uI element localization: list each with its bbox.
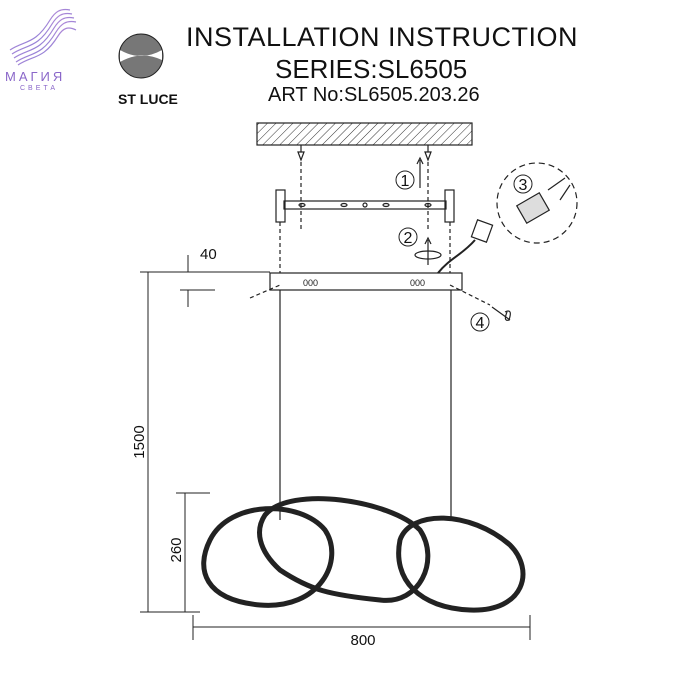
- step-3-label: 3: [519, 177, 528, 194]
- dim-total-height: 1500: [131, 425, 148, 458]
- svg-text:000: 000: [303, 278, 318, 288]
- st-luce-brand: ST LUCE: [118, 91, 178, 107]
- st-luce-logo-icon: [118, 33, 164, 79]
- step-4-label: 4: [476, 315, 485, 332]
- svg-text:000: 000: [410, 278, 425, 288]
- art-number: ART No:SL6505.203.26: [268, 84, 480, 106]
- step-2-label: 2: [404, 230, 413, 247]
- magia-sveta-logo-subtext: СВЕТА: [20, 85, 59, 92]
- ceiling-screws: [297, 145, 432, 162]
- magia-sveta-logo-text: МАГИЯ: [5, 69, 66, 84]
- page-title: INSTALLATION INSTRUCTION: [186, 22, 579, 52]
- step-1-label: 1: [401, 173, 410, 190]
- lamp-rings: [201, 496, 526, 613]
- canopy: [269, 272, 463, 291]
- dim-width: 800: [350, 632, 375, 649]
- ceiling: [256, 122, 473, 146]
- terminal-detail: [496, 162, 578, 244]
- dim-canopy-height: 40: [200, 246, 217, 263]
- series-label: SERIES:SL6505: [275, 54, 468, 84]
- dim-ring-height: 260: [168, 537, 185, 562]
- mounting-bracket: [275, 189, 455, 223]
- magia-sveta-logo-icon: [9, 8, 77, 66]
- dimension-lines: [140, 255, 531, 640]
- terminal-block: [470, 219, 494, 243]
- step-circles: [395, 170, 533, 332]
